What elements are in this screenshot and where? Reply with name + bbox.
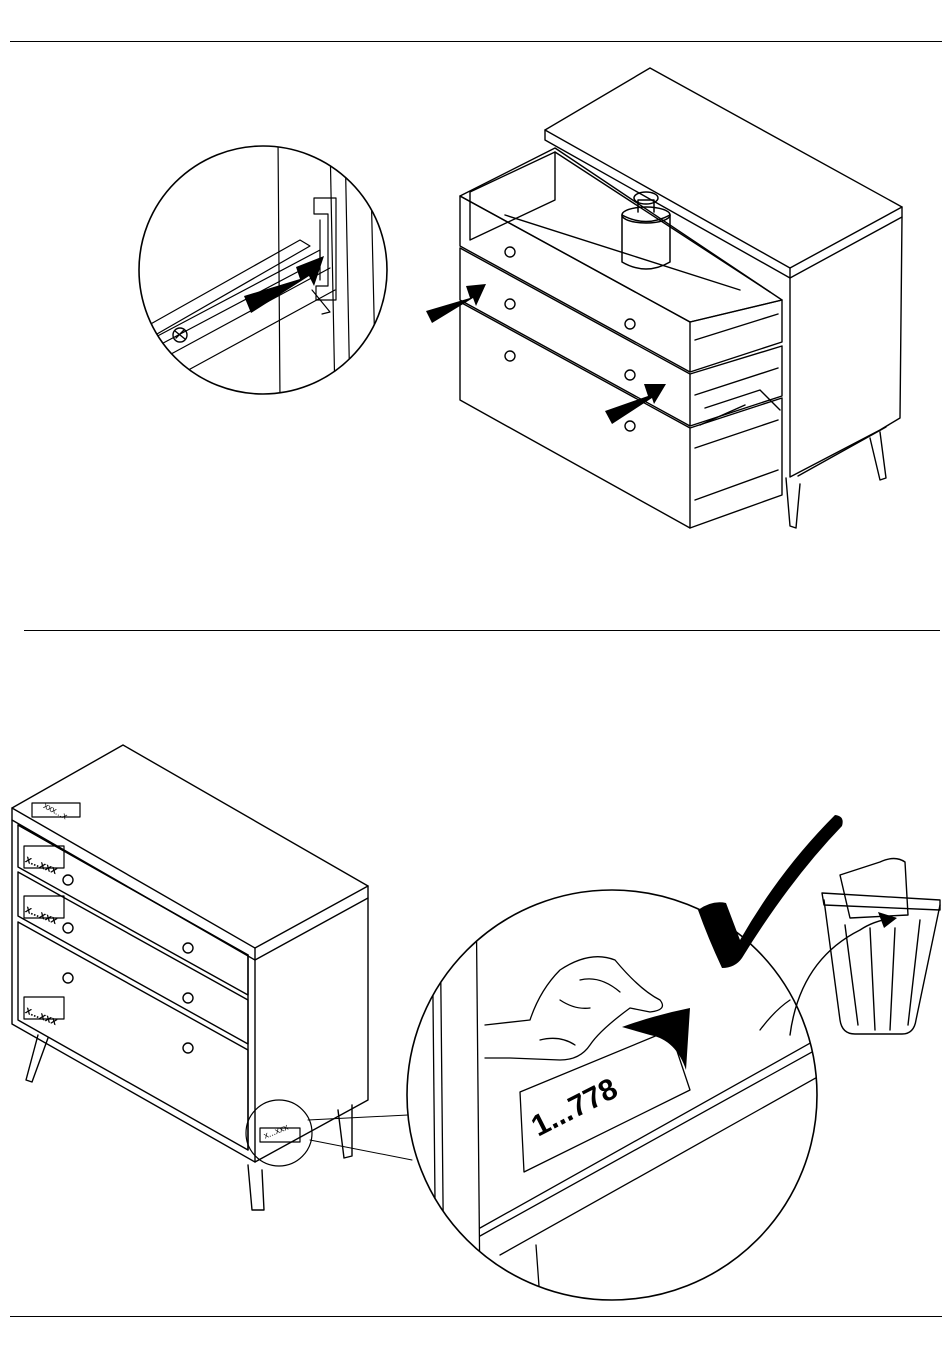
check-mark-icon	[698, 815, 843, 968]
drawer2-label-text: x...xxx	[23, 903, 60, 927]
label-removal-zoom: 1...778	[407, 880, 830, 1300]
dresser-drawers-open	[426, 68, 902, 528]
top-label-text: xxx...x	[42, 800, 70, 821]
rail-detail-zoom	[139, 140, 387, 400]
screw-icon	[173, 328, 187, 342]
side-label-text: x...xxx	[262, 1122, 290, 1141]
arrow-icon	[605, 384, 666, 424]
weight-icon	[622, 192, 670, 269]
trash-bin-icon	[790, 859, 940, 1036]
drawer3-label-text: x...xxx	[23, 1004, 60, 1028]
dresser-labelled	[12, 745, 412, 1210]
arrow-icon	[426, 284, 486, 323]
